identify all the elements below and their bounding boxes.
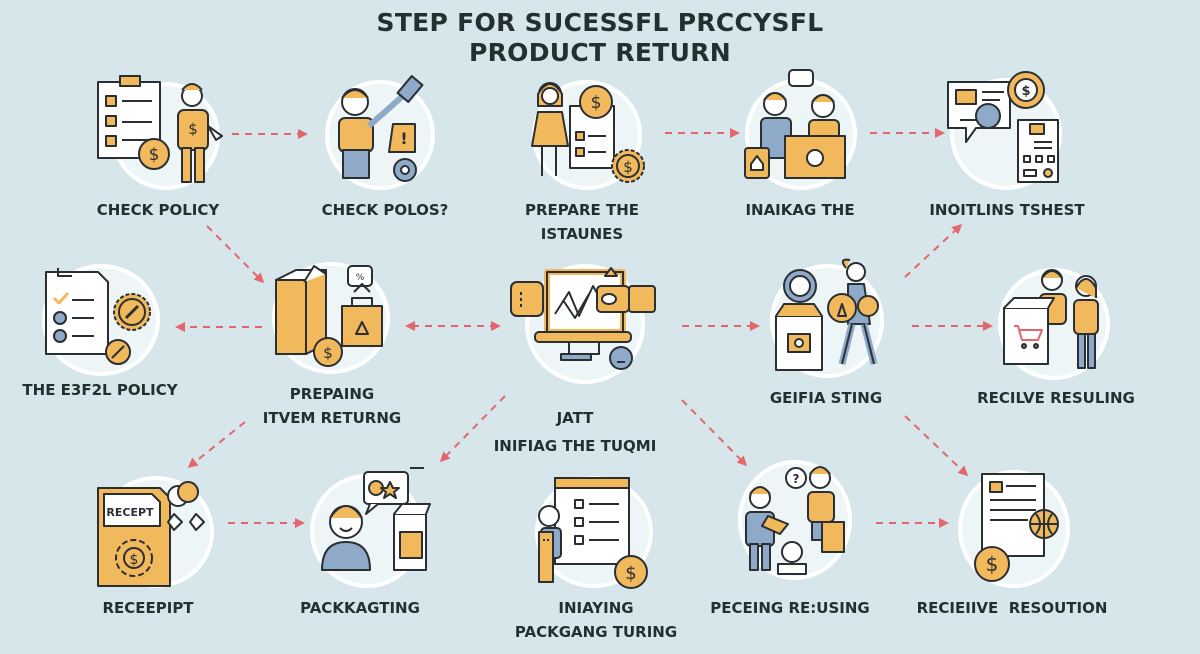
step-label: CHECK POLICY xyxy=(96,201,220,219)
step-label: RECEEPIPT xyxy=(102,599,194,617)
svg-text:%: % xyxy=(356,273,365,283)
step-label: INOITLINS TSHEST xyxy=(929,201,1085,219)
svg-text:$: $ xyxy=(149,145,160,165)
arrow-jatt-to-peceing xyxy=(681,399,748,467)
arrow-jatt-to-packkagting xyxy=(439,395,506,463)
diagram-title: STEP FOR SUCESSFL PRCCYSFL PRODUCT RETUR… xyxy=(0,8,1200,68)
step-label: RECILVE RESULING xyxy=(977,389,1135,407)
chat-receipt-coin-icon: $ xyxy=(947,71,1062,190)
people-shopping-cart-icon xyxy=(998,268,1110,380)
step-label: INIAYING PACKGANG TURING xyxy=(514,599,678,641)
step-label: PACKKAGTING xyxy=(300,599,420,617)
person-carrying-box-icon xyxy=(770,258,884,378)
person-package-icon xyxy=(310,467,431,588)
svg-text:$: $ xyxy=(591,93,602,113)
arrow-check-policy-to-prepaing xyxy=(206,225,265,284)
step-label: CHECK POLOS? xyxy=(321,201,449,219)
step-label: PREPARE THE ISTAUNES xyxy=(524,201,640,243)
receipt-icon-text: RECEPT xyxy=(106,506,154,519)
svg-text:$: $ xyxy=(1021,84,1030,99)
svg-text:?: ? xyxy=(793,472,800,486)
svg-text:$: $ xyxy=(623,158,633,176)
svg-text:$: $ xyxy=(130,552,139,568)
document-globe-coin-icon: $ xyxy=(958,470,1070,588)
svg-text:$: $ xyxy=(188,120,198,138)
svg-text:!: ! xyxy=(400,129,407,148)
checklist-person-coin-icon: $ $ xyxy=(97,75,223,190)
title-line-1: STEP FOR SUCESSFL PRCCYSFL xyxy=(376,8,824,37)
step-label: GEIFIA STING xyxy=(769,389,883,407)
arrow-geifia-to-inoitlins xyxy=(904,223,963,278)
person-form-coin-icon: $ xyxy=(535,476,653,589)
arrow-prepaing-to-receepipt xyxy=(187,421,246,468)
step-label: PREPAING ITVEM RETURNG xyxy=(262,385,402,427)
package-bag-coin-icon: % $ xyxy=(272,262,390,374)
svg-text:$: $ xyxy=(625,563,636,584)
svg-text:$: $ xyxy=(986,552,999,576)
receipt-refund-icon: RECEPT $ xyxy=(97,476,214,588)
step-label: RECIEIIVE RESOUTION xyxy=(916,599,1108,617)
step-label: THE E3F2L POLICY xyxy=(22,381,178,399)
policy-document-coin-icon xyxy=(42,264,160,376)
title-line-2: PRODUCT RETURN xyxy=(468,38,732,67)
person-document-coin-icon: $ $ xyxy=(531,80,645,190)
person-tools-gear-icon: ! xyxy=(325,75,435,190)
svg-text:$: $ xyxy=(323,344,333,362)
two-people-globe-icon: ? xyxy=(738,460,852,580)
step-label: PECEING RE:USING xyxy=(710,599,870,617)
computer-monitor-icon xyxy=(510,264,656,384)
step-label: JATT INIFIAG THE TUQMI xyxy=(493,409,657,455)
two-people-box-icon xyxy=(744,69,857,190)
step-label: INAIKAG THE xyxy=(745,201,855,219)
arrow-recilve-to-recieiive xyxy=(904,415,969,477)
